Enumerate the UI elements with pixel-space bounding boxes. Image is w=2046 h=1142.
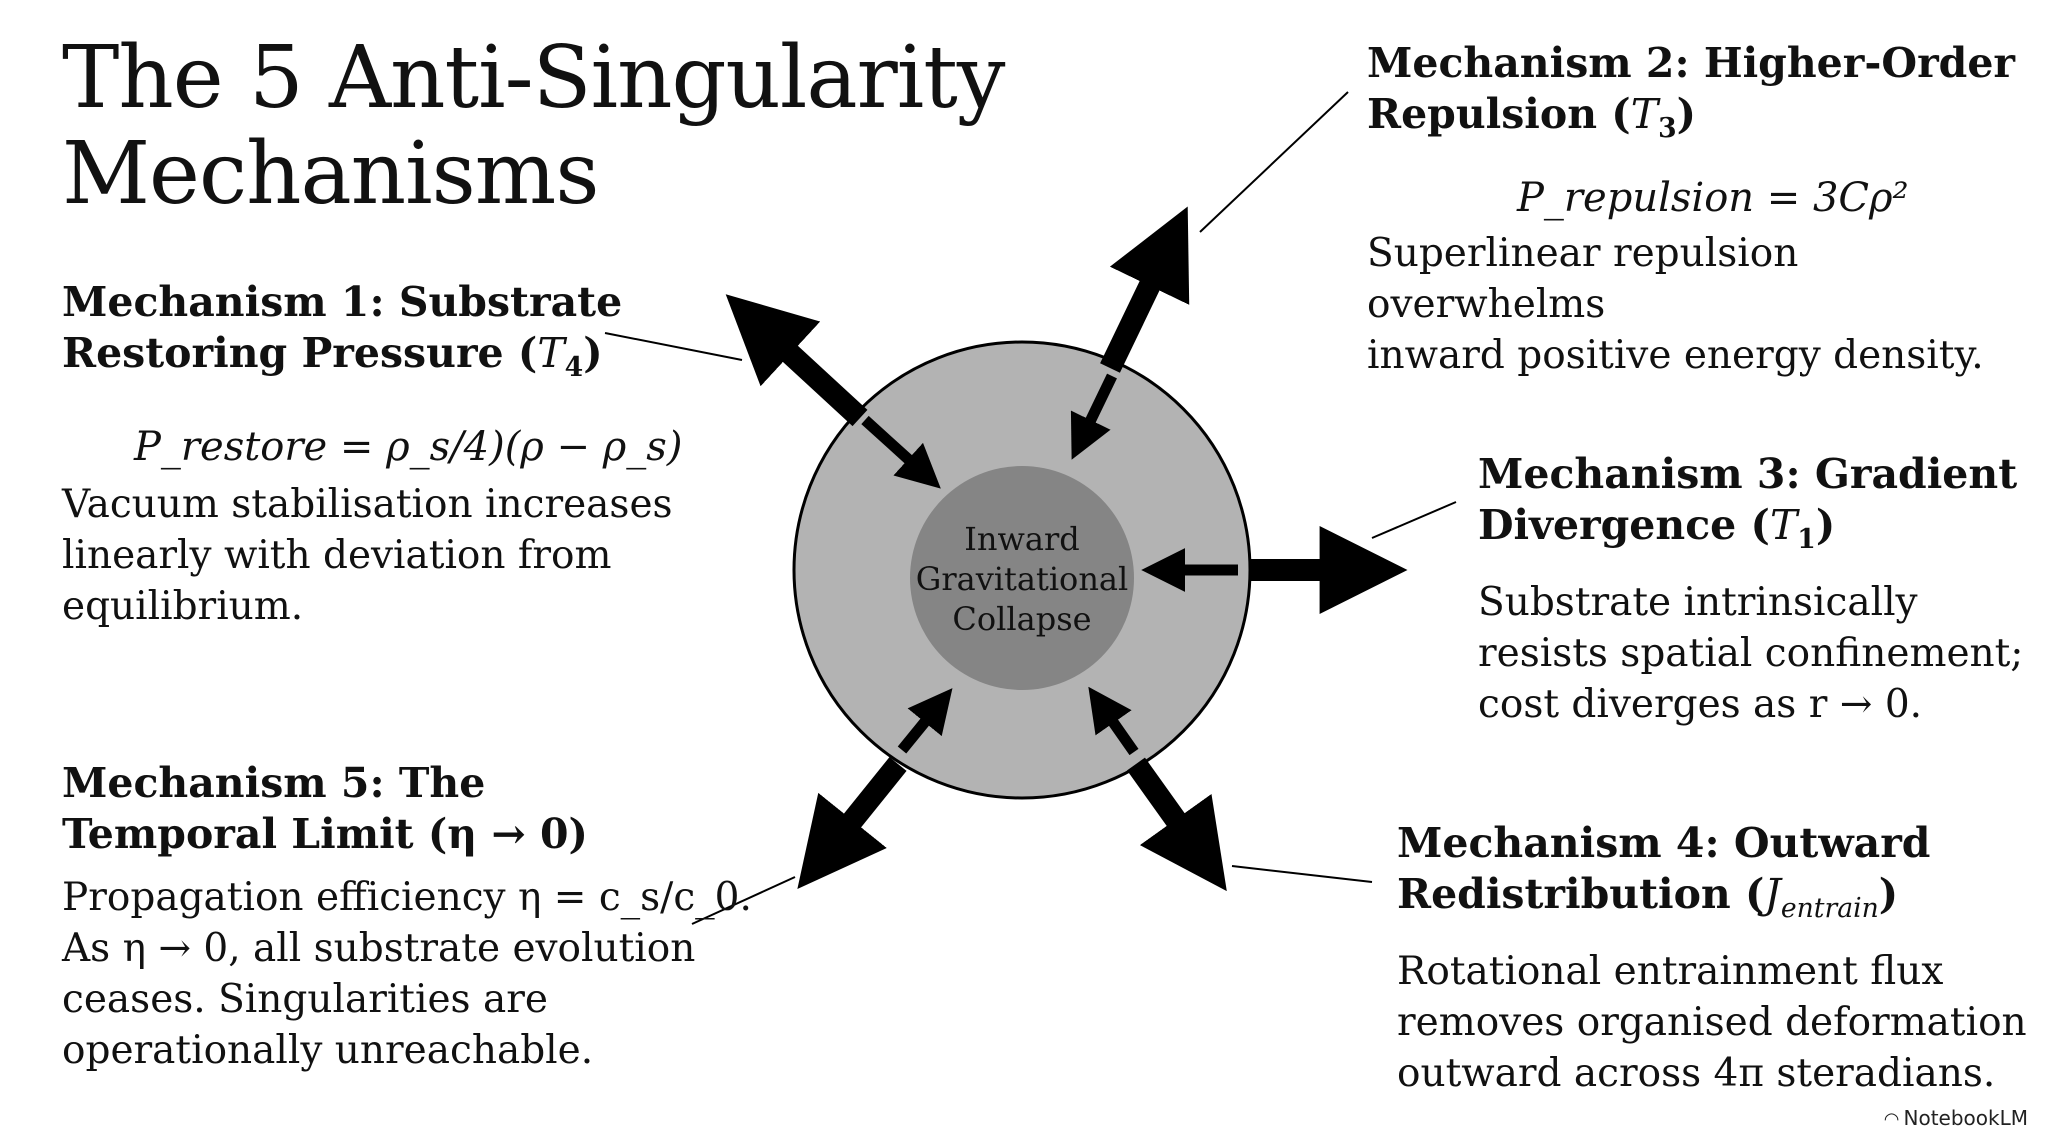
mechanism-5-heading-line-2: Temporal Limit (η → 0)	[62, 810, 588, 858]
mechanism-5-heading-line-1: Mechanism 5: The	[62, 759, 486, 807]
mechanism-2-heading: Mechanism 2: Higher-Order Repulsion (T3)	[1367, 38, 2046, 154]
mechanism-1-desc-line-3: equilibrium.	[62, 584, 304, 630]
mechanism-2-heading-line-2: Repulsion (T3)	[1367, 90, 1697, 144]
mechanism-4-heading-text: Redistribution (	[1397, 870, 1765, 918]
mechanism-5-desc-line-2: As η → 0, all substrate evolution	[62, 926, 696, 971]
title-line-1: The 5 Anti-Singularity	[62, 28, 1005, 128]
mechanism-1-heading-symbol: T	[537, 329, 565, 377]
mechanism-2-heading-close: )	[1676, 90, 1697, 138]
mechanism-1-heading-text: Restoring Pressure (	[62, 329, 538, 377]
mechanism-4-heading: Mechanism 4: Outward Redistribution (Jen…	[1397, 818, 2027, 934]
outward-arrow-lower-left	[797, 757, 907, 889]
watermark-text: NotebookLM	[1903, 1106, 2029, 1130]
mechanism-3-heading-sub: 1	[1797, 524, 1816, 556]
mechanism-2-desc-line-1: Superlinear repulsion overwhelms	[1367, 231, 1799, 328]
mechanism-1-desc-line-1: Vacuum stabilisation increases	[62, 482, 673, 528]
mechanism-4-description: Rotational entrainment flux removes orga…	[1397, 946, 2027, 1099]
inward-arrow-upper-right	[1070, 373, 1117, 460]
mechanism-3-heading: Mechanism 3: Gradient Divergence (T1)	[1478, 449, 2023, 565]
mechanism-1-formula-text: P_restore = ρ_s/4)(ρ − ρ_s)	[134, 424, 683, 471]
mechanism-4-heading-close: )	[1878, 870, 1899, 918]
mechanism-4-heading-line-1: Mechanism 4: Outward	[1397, 819, 1931, 867]
mechanism-4-heading-sub: entrain	[1780, 893, 1879, 925]
mechanism-4-desc-line-1: Rotational entrainment flux	[1397, 949, 1944, 995]
mechanism-5-heading: Mechanism 5: The Temporal Limit (η → 0)	[62, 758, 752, 860]
mechanism-2-description: Superlinear repulsion overwhelms inward …	[1367, 228, 2046, 381]
page-title: The 5 Anti-Singularity Mechanisms	[62, 28, 1005, 224]
leader-line-m3	[1371, 501, 1457, 539]
mechanism-1-card: Mechanism 1: Substrate Restoring Pressur…	[62, 277, 682, 632]
outward-arrow-upper-right	[1100, 206, 1190, 373]
mechanism-5-desc-line-1: Propagation efficiency η = c_s/c_0.	[62, 875, 752, 920]
mechanism-2-formula-text: P_repulsion = 3Cρ²	[1517, 175, 1909, 222]
center-label-line-2: Gravitational	[916, 560, 1128, 598]
inward-arrow-lower-right	[1088, 686, 1139, 756]
mechanism-5-card: Mechanism 5: The Temporal Limit (η → 0) …	[62, 758, 752, 1076]
mechanism-2-heading-sub: 3	[1658, 113, 1677, 145]
center-label-line-1: Inward	[964, 520, 1080, 558]
mechanism-5-description: Propagation efficiency η = c_s/c_0. As η…	[62, 872, 752, 1076]
mechanism-1-heading-close: )	[583, 329, 603, 377]
mechanism-2-desc-line-2: inward positive energy density.	[1367, 333, 1984, 379]
mechanism-1-heading-line-2: Restoring Pressure (T4)	[62, 329, 603, 383]
inward-arrow-upper-left	[861, 415, 941, 489]
mechanism-4-heading-symbol: J	[1764, 870, 1781, 918]
outward-arrow-upper-left	[725, 294, 868, 427]
notebooklm-watermark: ◠NotebookLM	[1884, 1106, 2028, 1130]
mechanism-4-desc-line-3: outward across 4π steradians.	[1397, 1051, 1996, 1097]
mechanism-4-card: Mechanism 4: Outward Redistribution (Jen…	[1397, 818, 2027, 1099]
mechanism-1-description: Vacuum stabilisation increases linearly …	[62, 479, 682, 632]
mechanism-1-heading: Mechanism 1: Substrate Restoring Pressur…	[62, 277, 682, 393]
mechanism-2-heading-line-1: Mechanism 2: Higher-Order	[1367, 39, 2016, 87]
inner-disc	[910, 466, 1134, 690]
mechanism-1-formula: P_restore = ρ_s/4)(ρ − ρ_s)	[134, 421, 682, 473]
mechanism-2-heading-symbol: T	[1630, 90, 1659, 138]
mechanism-3-desc-line-2: resists spatial confinement;	[1478, 631, 2024, 677]
leader-line-m1	[604, 332, 743, 361]
title-line-2: Mechanisms	[62, 124, 599, 224]
mechanism-2-heading-text: Repulsion (	[1367, 90, 1631, 138]
mechanism-3-description: Substrate intrinsically resists spatial …	[1478, 577, 2023, 730]
mechanism-3-desc-line-3: cost diverges as r → 0.	[1478, 682, 1923, 728]
mechanism-3-heading-symbol: T	[1769, 501, 1798, 549]
inward-arrow-lower-left	[897, 688, 953, 754]
mechanism-3-desc-line-1: Substrate intrinsically	[1478, 580, 1918, 626]
mechanism-3-heading-line-1: Mechanism 3: Gradient	[1478, 450, 2018, 498]
leader-line-m5	[691, 876, 796, 925]
mechanism-3-heading-close: )	[1815, 501, 1836, 549]
leader-line-m4	[1231, 865, 1373, 883]
mechanism-3-heading-text: Divergence (	[1478, 501, 1770, 549]
mechanism-1-heading-line-1: Mechanism 1: Substrate	[62, 278, 623, 326]
outward-arrow-lower-right	[1127, 757, 1227, 892]
notebooklm-logo-icon: ◠	[1883, 1109, 1900, 1130]
mechanism-5-desc-line-3: ceases. Singularities are	[62, 977, 548, 1022]
mechanism-2-card: Mechanism 2: Higher-Order Repulsion (T3)…	[1367, 38, 2046, 381]
mechanism-5-desc-line-4: operationally unreachable.	[62, 1028, 594, 1073]
mechanism-3-card: Mechanism 3: Gradient Divergence (T1) Su…	[1478, 449, 2023, 730]
center-label-line-3: Collapse	[952, 600, 1091, 638]
leader-line-m2	[1199, 91, 1349, 233]
mechanism-1-desc-line-2: linearly with deviation from	[62, 533, 612, 579]
mechanism-3-heading-line-2: Divergence (T1)	[1478, 501, 1836, 555]
mechanism-4-heading-line-2: Redistribution (Jentrain)	[1397, 870, 1899, 924]
mechanism-2-formula: P_repulsion = 3Cρ²	[1517, 172, 2046, 224]
mechanism-4-desc-line-2: removes organised deformation	[1397, 1000, 2027, 1046]
mechanism-1-heading-sub: 4	[564, 352, 584, 384]
